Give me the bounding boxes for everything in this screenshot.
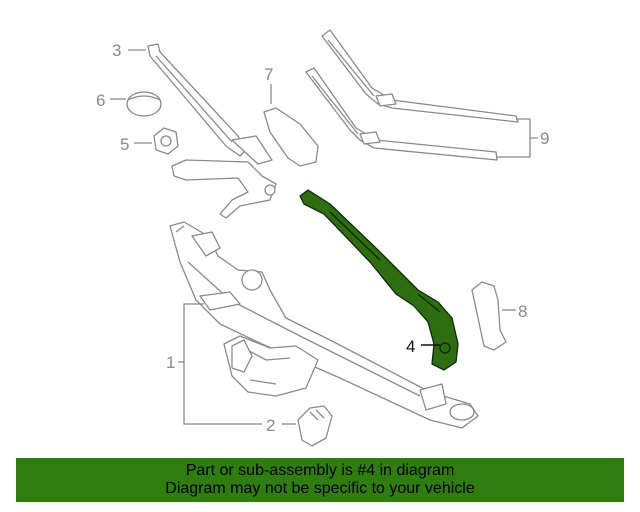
linkage-bracket <box>171 159 277 219</box>
part-9-wiper-blades[interactable] <box>305 29 519 161</box>
part-7-cover[interactable] <box>263 107 319 167</box>
callout-3[interactable]: 3 <box>112 41 121 60</box>
leader-1 <box>178 303 262 425</box>
callout-2[interactable]: 2 <box>266 416 275 435</box>
callout-9[interactable]: 9 <box>540 129 549 148</box>
part-5-nut[interactable] <box>153 127 179 155</box>
part-6-cap[interactable] <box>126 91 162 117</box>
callout-4[interactable]: 4 <box>406 337 415 356</box>
callout-5[interactable]: 5 <box>120 135 129 154</box>
part-2-grommet[interactable] <box>297 405 333 447</box>
banner-line-2: Diagram may not be specific to your vehi… <box>165 480 475 497</box>
leader-9 <box>497 118 538 158</box>
callout-7[interactable]: 7 <box>264 65 273 84</box>
banner-line-1: Part or sub-assembly is #4 in diagram <box>185 462 455 479</box>
callout-8[interactable]: 8 <box>518 302 527 321</box>
info-banner: Part or sub-assembly is #4 in diagram Di… <box>16 458 624 502</box>
callout-1[interactable]: 1 <box>166 353 175 372</box>
part-8-arm-cover[interactable] <box>471 281 507 351</box>
part-4-front-wiper-arm[interactable] <box>299 189 459 371</box>
parts-diagram: 9 3 6 5 7 4 8 <box>96 29 549 447</box>
part-3-rear-wiper-arm[interactable] <box>147 43 273 165</box>
callout-6[interactable]: 6 <box>96 91 105 110</box>
part-1-linkage-and-motor[interactable] <box>169 221 479 429</box>
